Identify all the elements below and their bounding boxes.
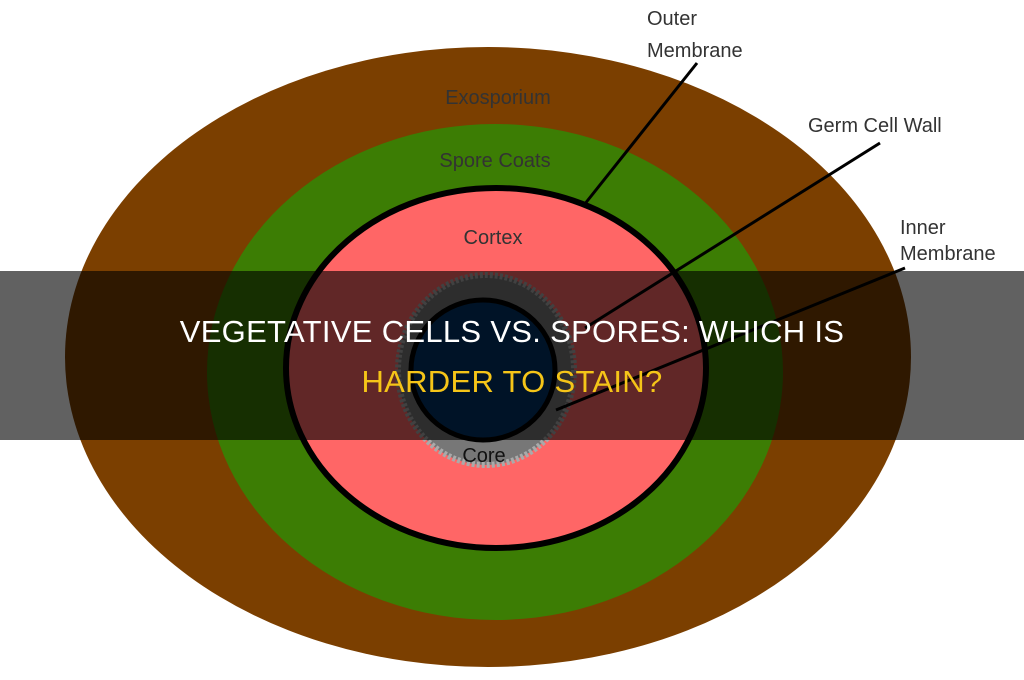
title-line-2: HARDER TO STAIN?	[361, 364, 663, 399]
inner-membrane-label-line1: Inner	[900, 217, 946, 239]
outer-membrane-label-line2: Membrane	[647, 40, 743, 62]
cortex-label: Cortex	[464, 227, 523, 249]
outer-membrane-pointer	[582, 62, 699, 206]
title-line-1: VEGETATIVE CELLS VS. SPORES: WHICH IS	[179, 314, 845, 349]
title-overlay-band	[0, 271, 1024, 440]
inner-membrane-label-line2: Membrane	[900, 243, 996, 265]
outer-membrane-label-line1: Outer	[647, 8, 697, 30]
spore-coats-label: Spore Coats	[439, 150, 550, 172]
exosporium-label: Exosporium	[445, 87, 551, 109]
germ-cell-wall-label: Germ Cell Wall	[808, 115, 942, 137]
